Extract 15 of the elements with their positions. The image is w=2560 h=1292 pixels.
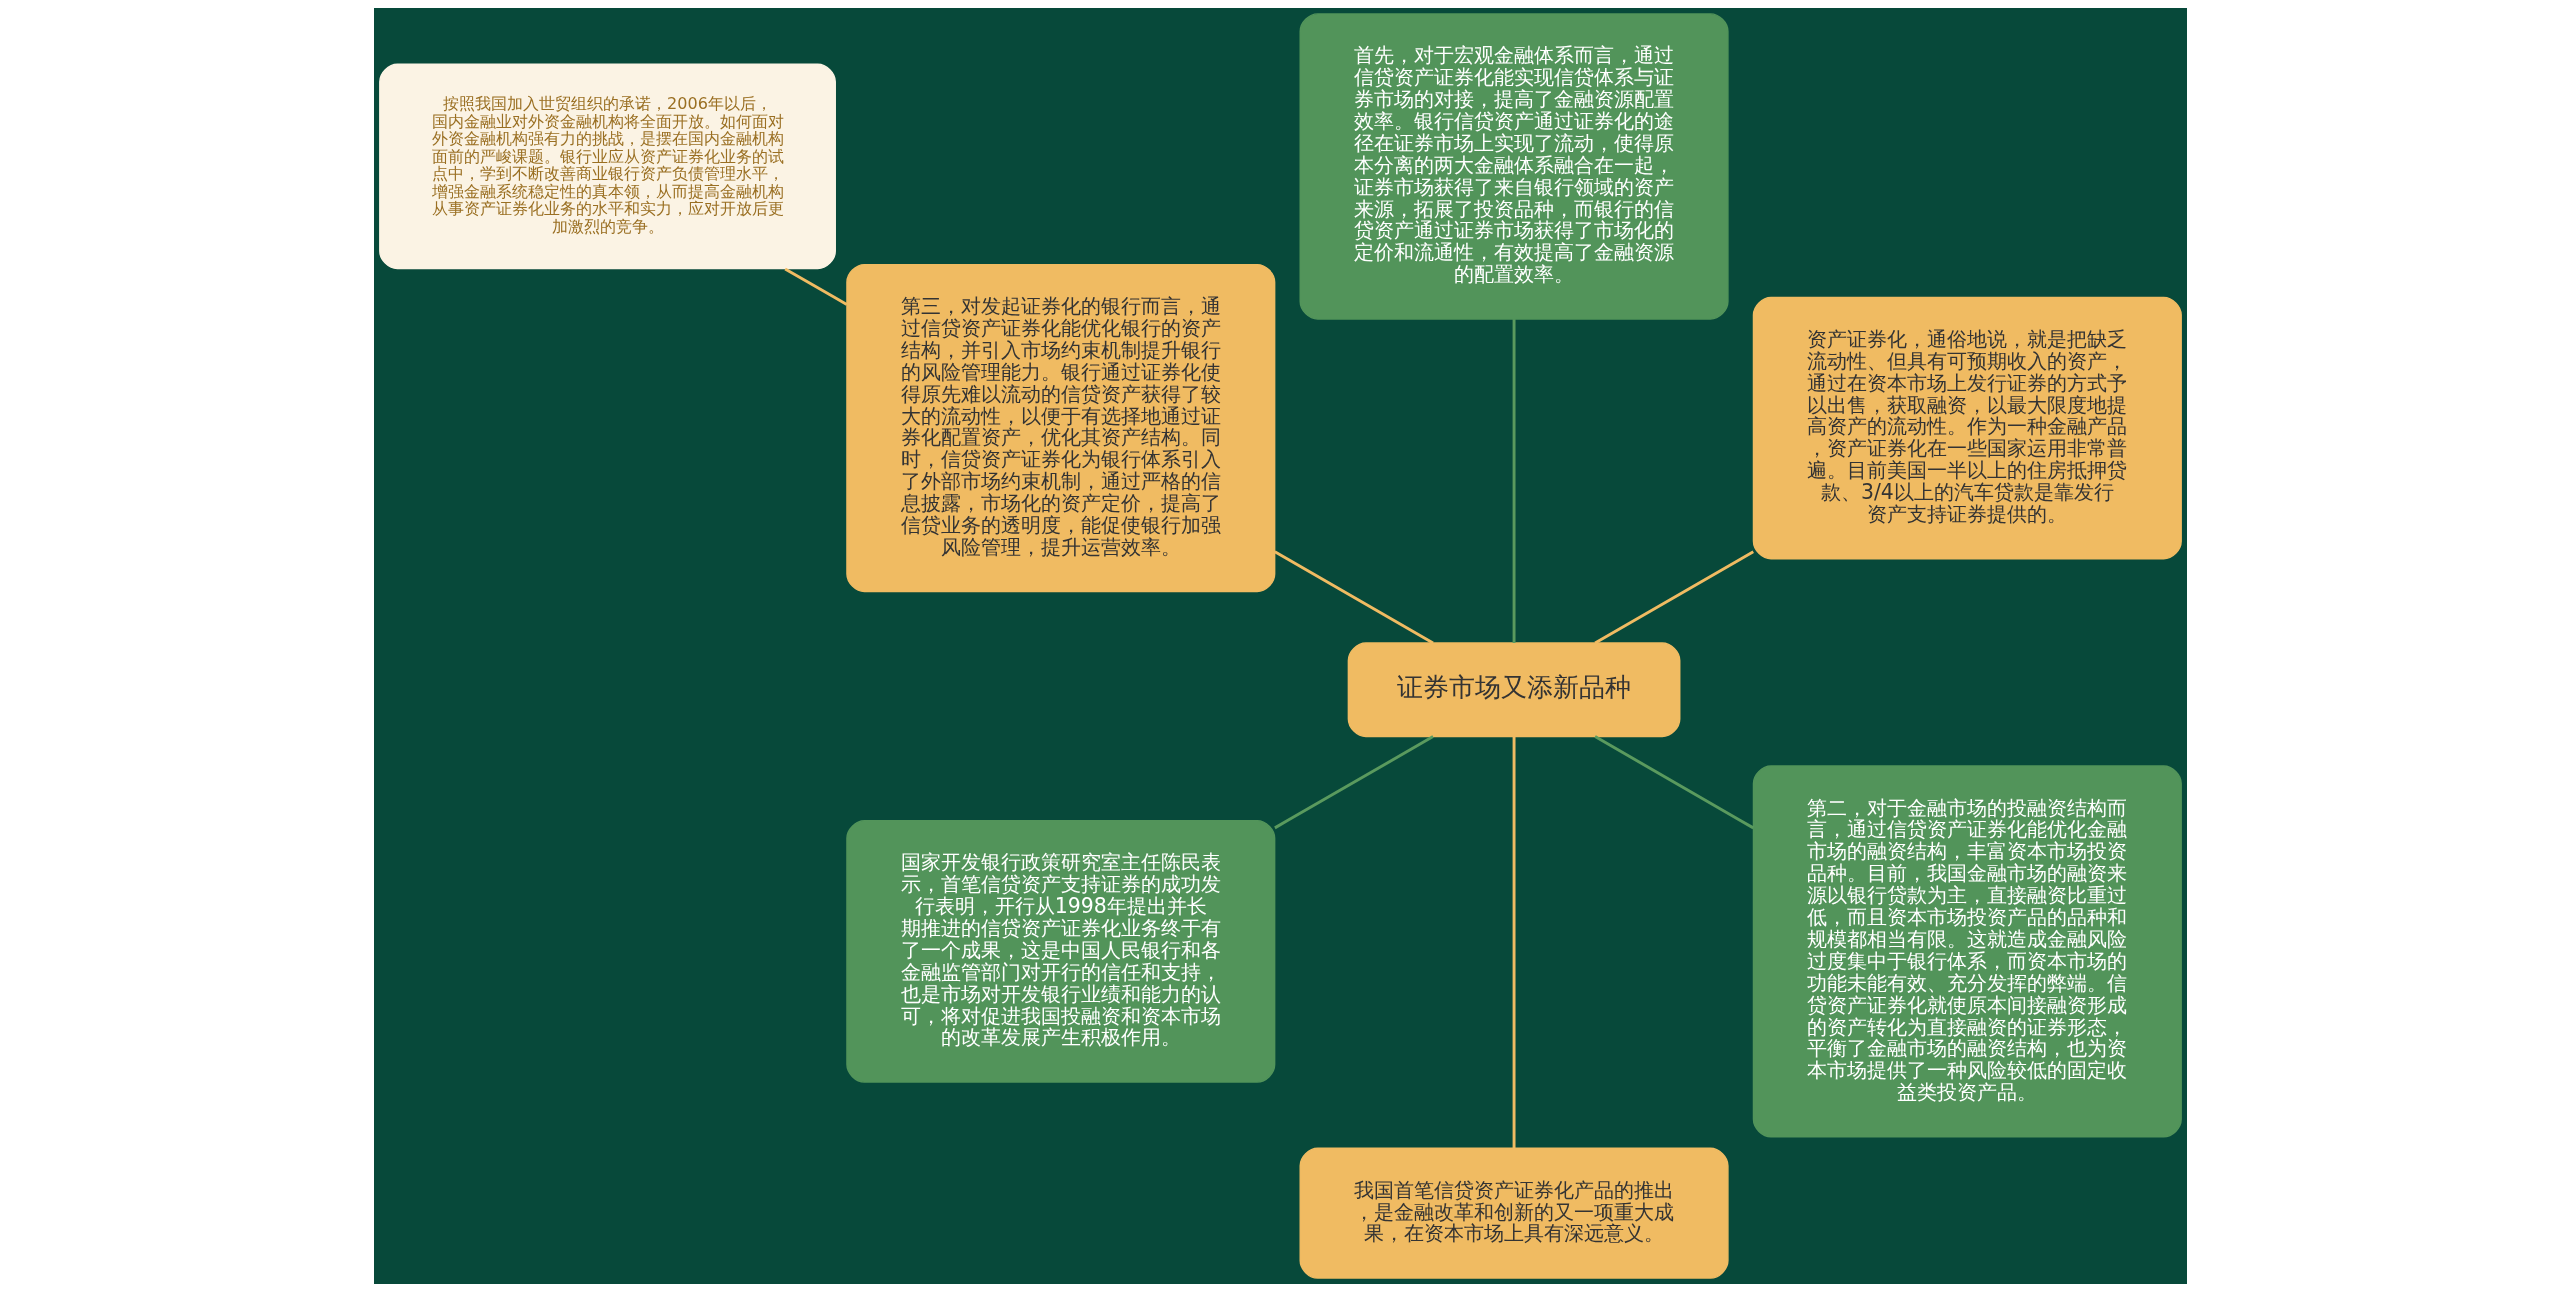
node-box: 第二，对于金融市场的投融资结构而言，通过信贷资产证券化能优化金融市场的融资结构，丰富资本市场投资品种。目前，我国金融市场的融资来源以银行贷款为主，直接融资比重过低，而且资本市场投资产品的品种和规模都相当有限。这就造成金融风险过度集中于银行体系，而资本市场的功能未能有效、充分发挥的弊端。信贷资产证券化就使原本间接融资形成的资产转化为直接融资的证券形态，平衡了金融市场的融资结构，也为资本市场提供了一种风险较低的固定收益类投资产品。 <box>1752 765 2182 1138</box>
node-box: 第三，对发起证券化的银行而言，通过信贷资产证券化能优化银行的资产结构，并引入市场约束机制提升银行的风险管理能力。银行通过证券化使得原先难以流动的信贷资产获得了较大的流动性，以便于有选择地通过证券化配置资产，优化其资产结构。同时，信贷资产证券化为银行体系引入了外部市场约束机制，通过严格的信息披露，市场化的资产定价，提高了信贷业务的透明度，能促使银行加强风险管理，提升运营效率。 <box>845 263 1275 593</box>
connector <box>1273 735 1434 830</box>
connector <box>1593 550 1754 645</box>
node-box: 首先，对于宏观金融体系而言，通过信贷资产证券化能实现信贷体系与证券市场的对接，提高了金融资源配置效率。银行信贷资产通过证券化的途径在证券市场上实现了流动，使得原本分离的两大金融体系融合在一起，证券市场获得了来自银行领域的资产来源，拓展了投资品种，而银行的信贷资产通过证券市场获得了市场化的定价和流通性，有效提高了金融资源的配置效率。 <box>1299 13 1729 320</box>
connector <box>1273 550 1434 645</box>
connector <box>1512 736 1515 1148</box>
connector <box>783 267 847 306</box>
node-box: 我国首笔信贷资产证券化产品的推出，是金融改革和创新的又一项重大成果，在资本市场上具有深远意义。 <box>1299 1147 1729 1279</box>
node-box: 国家开发银行政策研究室主任陈民表示，首笔信贷资产支持证券的成功发行表明，开行从1998年提出并长期推进的信贷资产证券化业务终于有了一个成果，这是中国人民银行和各金融监管部门对开行的信任和支持，也是市场对开发银行业绩和能力的认可，将对促进我国投融资和资本市场的改革发展产生积极作用。 <box>845 820 1275 1083</box>
node-box: 按照我国加入世贸组织的承诺，2006年以后，国内金融业对外资金融机构将全面开放。如何面对外资金融机构强有力的挑战，是摆在国内金融机构面前的严峻课题。银行业应从资产证券化业务的试点中，学到不断改善商业银行资产负债管理水平，增强金融系统稳定性的真本领，从而提高金融机构从事资产证券化业务的水平和实力，应对开放后更加激烈的竞争。 <box>378 63 836 270</box>
node-box: 资产证券化，通俗地说，就是把缺乏流动性、但具有可预期收入的资产，通过在资本市场上发行证券的方式予以出售，获取融资，以最大限度地提高资产的流动性。作为一种金融产品，资产证券化在一些国家运用非常普遍。目前美国一半以上的住房抵押贷款、3/4以上的汽车贷款是靠发行资产支持证券提供的。 <box>1752 296 2182 560</box>
connector <box>1512 319 1515 643</box>
connector <box>1593 735 1754 830</box>
node-box: 证券市场又添新品种 <box>1347 642 1680 738</box>
